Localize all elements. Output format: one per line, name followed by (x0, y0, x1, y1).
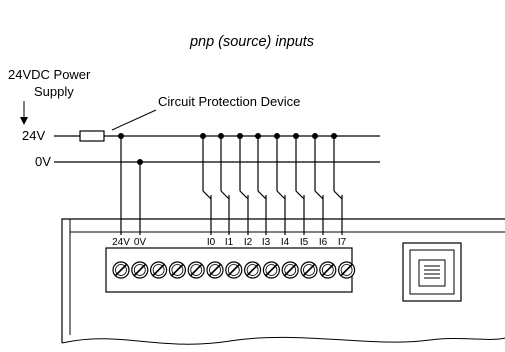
switch-contact-i0 (202, 190, 212, 200)
circuit-protection-leader (111, 109, 157, 131)
terminal-label-i7: I7 (338, 237, 347, 248)
power-supply-label-line2: Supply (34, 84, 74, 99)
terminal-screw (300, 261, 318, 279)
controller-bottom-break (61, 336, 505, 345)
comm-port-icon (402, 242, 462, 302)
terminal-screw (319, 261, 337, 279)
switch-contact-i1 (220, 190, 230, 200)
controller-body-outline (61, 218, 505, 343)
switch-contact-i2 (239, 190, 249, 200)
terminal-label-i6: I6 (319, 237, 328, 248)
terminal-label-i4: I4 (281, 237, 290, 248)
terminal-screw (112, 261, 130, 279)
terminal-screw (338, 261, 356, 279)
terminal-screw (244, 261, 262, 279)
rail-0v-label: 0V (35, 154, 51, 169)
switch-contact-i3 (257, 190, 267, 200)
switch-contact-i7 (333, 190, 343, 200)
terminal-screw (150, 261, 168, 279)
terminal-label-24v: 24V (112, 237, 130, 248)
terminal-screw (206, 261, 224, 279)
terminal-label-i2: I2 (244, 237, 253, 248)
switch-contact-i4 (276, 190, 286, 200)
fuse-symbol (79, 130, 105, 142)
terminal-screw (281, 261, 299, 279)
power-supply-label-line1: 24VDC Power (8, 67, 91, 82)
input-switches (200, 133, 343, 235)
terminal-label-i1: I1 (225, 237, 234, 248)
terminal-label-i3: I3 (262, 237, 271, 248)
terminal-labels: 24V 0V I0 I1 I2 I3 I4 I5 I6 I7 (112, 237, 347, 248)
terminal-label-0v: 0V (134, 237, 147, 248)
terminal-label-i5: I5 (300, 237, 309, 248)
circuit-protection-label: Circuit Protection Device (158, 94, 300, 109)
terminal-screws (112, 261, 356, 279)
switch-contact-i6 (314, 190, 324, 200)
diagram-title: pnp (source) inputs (189, 34, 314, 50)
terminal-screw (262, 261, 280, 279)
terminal-screw (187, 261, 205, 279)
switch-contact-i5 (295, 190, 305, 200)
terminal-screw (168, 261, 186, 279)
rail-24v-label: 24V (22, 128, 45, 143)
terminal-screw (225, 261, 243, 279)
terminal-label-i0: I0 (207, 237, 216, 248)
terminal-screw (131, 261, 149, 279)
